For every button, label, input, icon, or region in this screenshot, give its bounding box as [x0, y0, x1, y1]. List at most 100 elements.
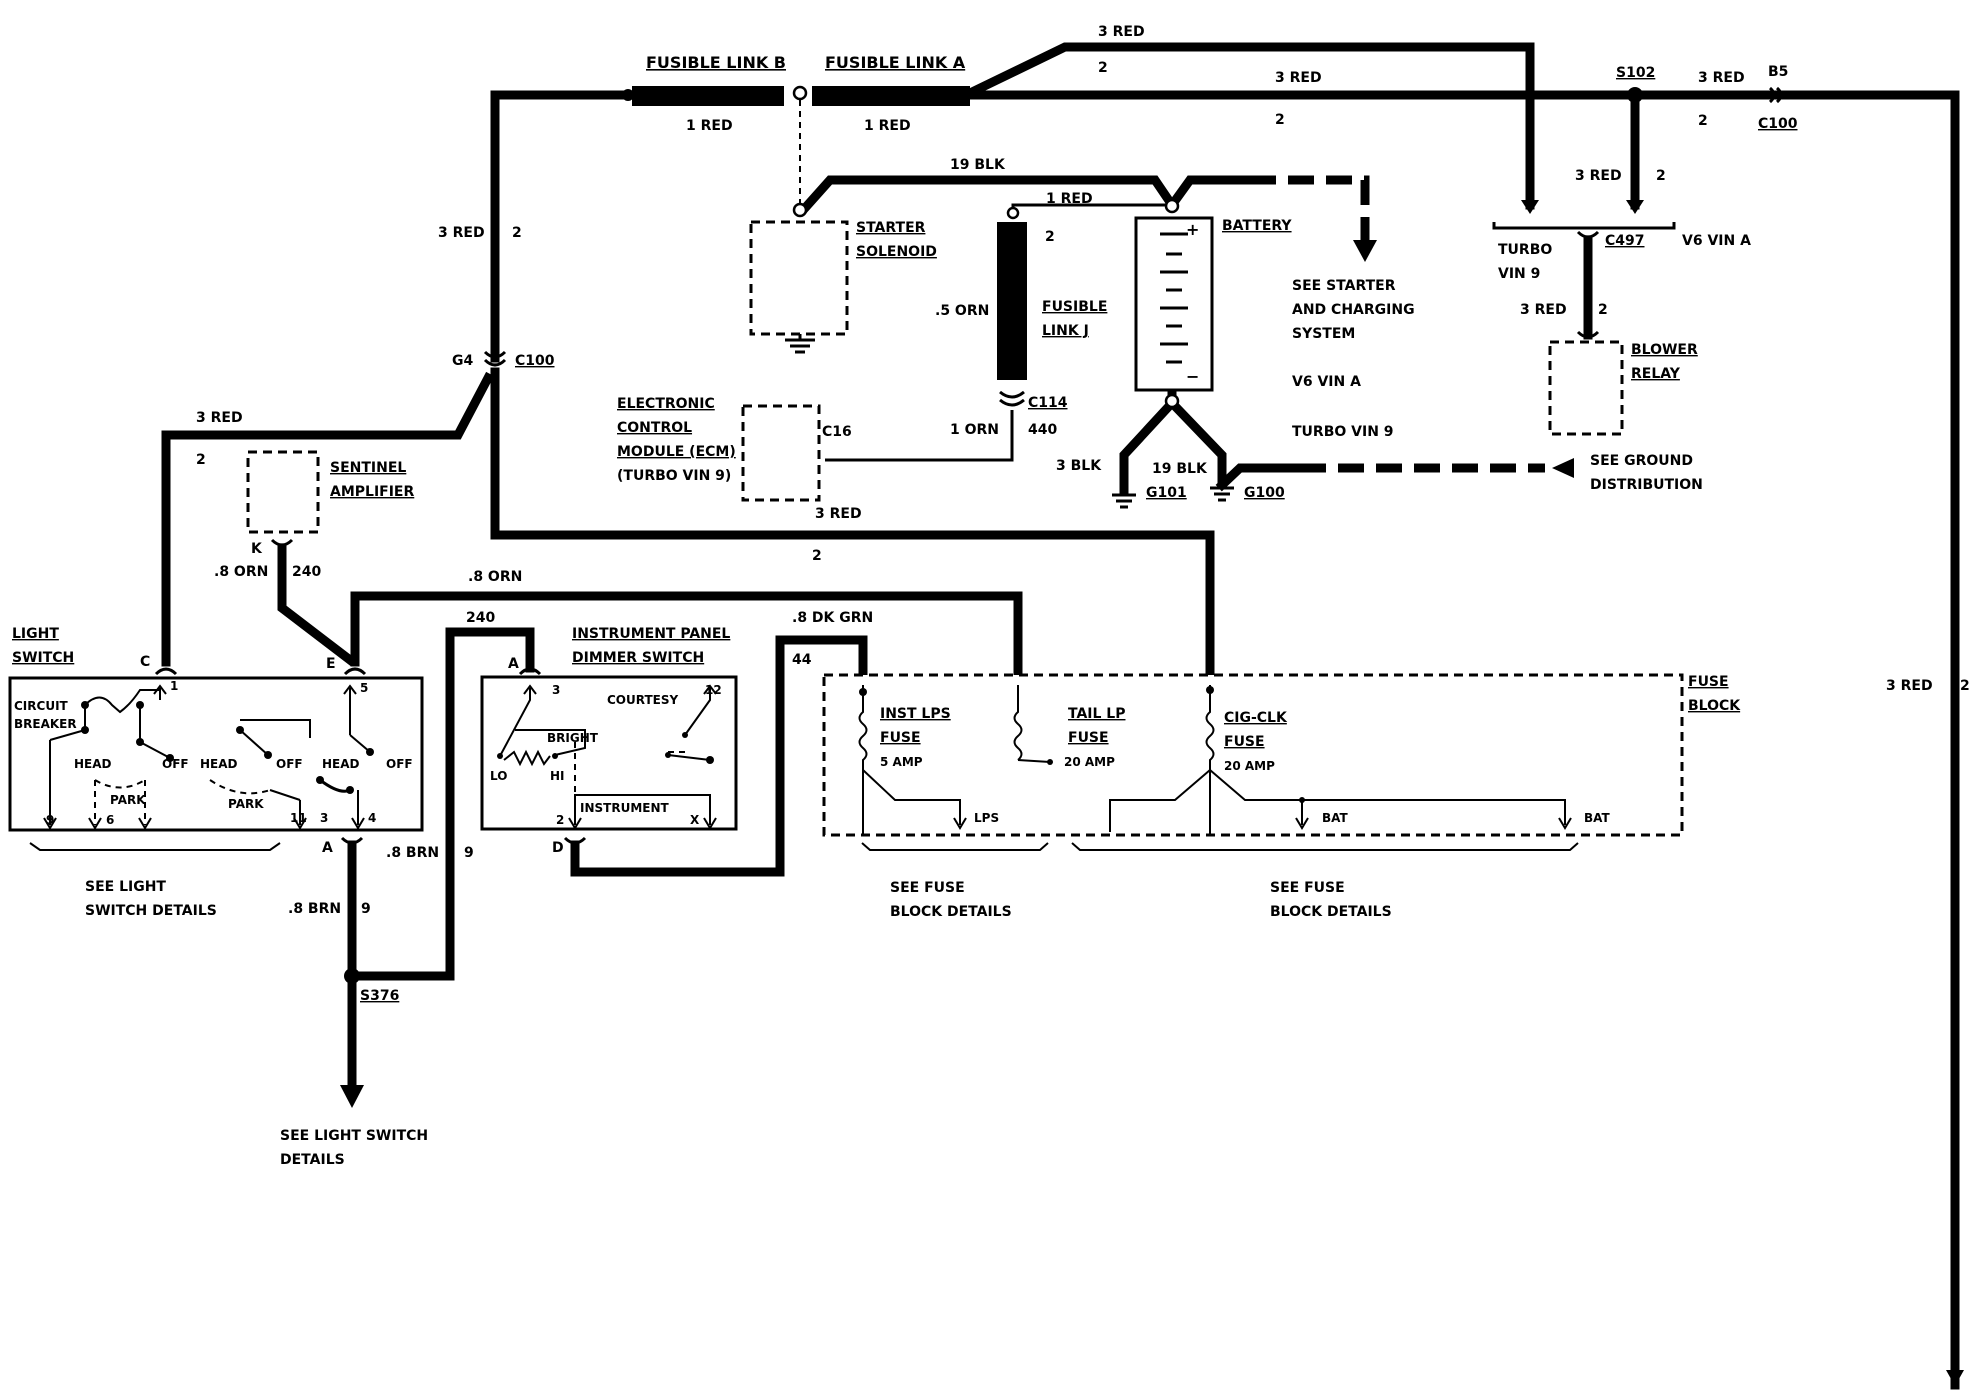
label-ls-head-1: HEAD	[74, 757, 112, 771]
label-dim-hi: HI	[550, 769, 565, 783]
label-far-right-circ: 2	[1960, 678, 1970, 694]
label-turbo-vin9-mid: TURBO VIN 9	[1292, 424, 1394, 440]
c100-left-connector	[483, 350, 507, 367]
label-1orn: 1 ORN	[950, 422, 999, 438]
label-ecm-4: (TURBO VIN 9)	[617, 468, 731, 484]
label-see-fuse-2b: BLOCK DETAILS	[1270, 904, 1392, 920]
wire-c100-to-light-switch	[161, 371, 495, 667]
arrow-far-right-down	[1946, 1370, 1964, 1386]
label-top-3red: 3 RED	[1098, 24, 1145, 40]
sentinel-amplifier-box	[246, 450, 320, 534]
label-dim-bright: BRIGHT	[547, 731, 599, 745]
label-ecm-2: CONTROL	[617, 420, 692, 436]
label-circ-44: 44	[792, 652, 812, 668]
label-inst-lps-1: INST LPS	[880, 706, 951, 722]
label-ls-off-3: OFF	[386, 757, 413, 771]
label-19blk-top: 19 BLK	[950, 157, 1006, 173]
c100-right-connector	[1768, 86, 1783, 104]
label-turbo-vin9-right-1: TURBO	[1498, 242, 1552, 258]
label-8dkgrn: .8 DK GRN	[792, 610, 873, 626]
label-ls-term-5: 5	[360, 681, 368, 695]
label-blower-relay-1: BLOWER	[1631, 342, 1698, 358]
label-ls-term-11: 11	[290, 811, 307, 825]
fusible-link-j	[997, 222, 1027, 380]
label-8orn-top: .8 ORN	[468, 569, 522, 585]
label-cig-clk-1: CIG-CLK	[1224, 710, 1288, 726]
wire-g100	[1215, 463, 1305, 492]
label-8brn-a: .8 BRN	[386, 845, 439, 861]
label-v6-vin-a-right: V6 VIN A	[1682, 233, 1751, 249]
label-ls-term-4: 4	[368, 811, 376, 825]
label-light-switch-2: SWITCH	[12, 650, 74, 666]
label-see-ls-details-1: SEE LIGHT SWITCH	[280, 1128, 428, 1144]
label-tail-lp-1: TAIL LP	[1068, 706, 1125, 722]
wire-8orn-top	[350, 591, 1023, 690]
arrow-see-starter	[1353, 240, 1377, 262]
label-battery: BATTERY	[1222, 218, 1292, 234]
label-see-starter-1: SEE STARTER	[1292, 278, 1396, 294]
label-ls-circuit-1: CIRCUIT	[14, 699, 69, 713]
label-dim-instrument: INSTRUMENT	[580, 801, 670, 815]
dim-connector-a	[518, 667, 542, 676]
label-s102-down-wire: 3 RED	[1575, 168, 1622, 184]
label-cig-clk-amp: 20 AMP	[1224, 759, 1275, 773]
label-c114: C114	[1028, 395, 1068, 411]
label-tail-lp-2: FUSE	[1068, 730, 1109, 746]
label-see-ls-details-2: DETAILS	[280, 1152, 345, 1168]
fuse-details-bracket-1	[861, 842, 1049, 851]
label-ls-term-1: 1	[170, 679, 178, 693]
label-dim-lo: LO	[490, 769, 507, 783]
label-v6-vin-a-mid: V6 VIN A	[1292, 374, 1361, 390]
label-dim-term-2: 2	[556, 813, 564, 827]
label-fusible-j-2: LINK J	[1042, 323, 1089, 339]
light-switch-box	[8, 676, 424, 832]
label-ls-off-2: OFF	[276, 757, 303, 771]
label-fusible-link-b: FUSIBLE LINK B	[646, 53, 786, 72]
label-see-ground-2: DISTRIBUTION	[1590, 477, 1703, 493]
solenoid-terminal	[792, 202, 808, 218]
label-dim-pin-d: D	[552, 840, 564, 856]
label-c16: C16	[822, 424, 852, 440]
label-dim-term-12: 12	[705, 683, 722, 697]
label-bat-2: BAT	[1584, 811, 1611, 825]
label-blower-3red: 3 RED	[1520, 302, 1567, 318]
label-see-starter-2: AND CHARGING	[1292, 302, 1415, 318]
fuse-block-internals	[858, 685, 1572, 835]
label-inst-lps-amp: 5 AMP	[880, 755, 923, 769]
label-fusible-j-1: FUSIBLE	[1042, 299, 1107, 315]
label-s102-down-circ: 2	[1656, 168, 1666, 184]
label-bat-1: BAT	[1322, 811, 1349, 825]
label-dimmer-1: INSTRUMENT PANEL	[572, 626, 730, 642]
label-c497: C497	[1605, 233, 1645, 249]
c497-bracket	[1492, 222, 1676, 230]
label-ls-pin-a: A	[322, 840, 333, 856]
splice-s102	[1627, 87, 1643, 103]
blower-relay-box	[1548, 340, 1624, 436]
label-blower-relay-2: RELAY	[1631, 366, 1681, 382]
wire-1orn-ecm	[825, 410, 1014, 462]
label-left-vert-wire: 3 RED	[438, 225, 485, 241]
label-ls-circuit-2: BREAKER	[14, 717, 77, 731]
ls-connector-c	[154, 667, 178, 676]
wire-main-left-vertical	[490, 90, 633, 363]
label-8orn-k: .8 ORN	[214, 564, 268, 580]
fusible-link-b	[632, 86, 784, 106]
wire-battery-top-link	[1165, 175, 1255, 212]
label-see-starter-3: SYSTEM	[1292, 326, 1355, 342]
label-19blk-ground: 19 BLK	[1152, 461, 1208, 477]
label-light-switch-1: LIGHT	[12, 626, 59, 642]
label-2-battery: 2	[1045, 229, 1055, 245]
label-sentinel-1: SENTINEL	[330, 460, 406, 476]
label-9-a: 9	[464, 845, 474, 861]
label-240-k: 240	[292, 564, 321, 580]
light-switch-internals	[43, 684, 374, 830]
fusible-j-top	[1006, 206, 1020, 220]
fusible-link-b-end	[622, 89, 634, 101]
fusible-link-junction	[792, 85, 808, 101]
label-9-b: 9	[361, 901, 371, 917]
fusible-link-a	[812, 86, 970, 106]
label-s376: S376	[360, 988, 399, 1004]
label-fuse-block-1: FUSE	[1688, 674, 1729, 690]
label-ls-park-2: PARK	[228, 797, 264, 811]
